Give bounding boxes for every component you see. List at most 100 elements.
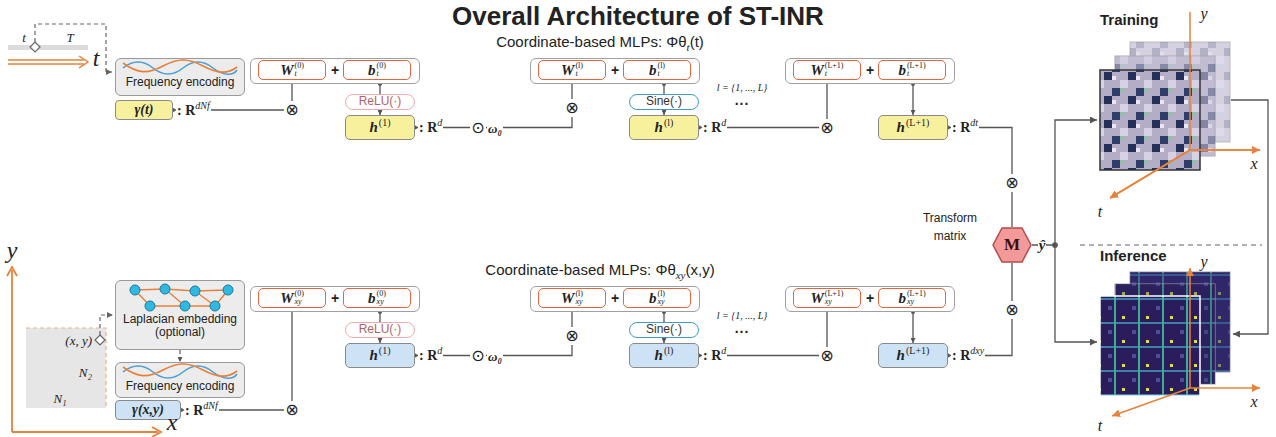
superscript: (1): [379, 345, 391, 356]
training-frames: [1100, 12, 1260, 198]
node-text: +: [866, 62, 874, 78]
connector: [179, 350, 180, 362]
label-group: ⊗: [564, 327, 579, 345]
activation-pill: ReLU(·): [345, 322, 415, 338]
dimension-exponent: dt: [970, 117, 978, 128]
math-symbol: h: [655, 120, 663, 136]
node-content: b(L+1)xy: [898, 290, 925, 307]
axis-label: t: [1098, 203, 1102, 220]
label-group: ŷ: [1038, 236, 1047, 254]
index-stack: (L+1)xy: [907, 290, 926, 306]
label-group: ...: [735, 319, 750, 337]
node-content: b(l)t: [649, 62, 665, 79]
transform-hexagon: M: [992, 227, 1032, 263]
label-group: ⊙: [470, 347, 485, 365]
node-content: b(0)xy: [368, 290, 386, 307]
node-content: ReLU(·): [359, 95, 402, 108]
index-stack: (L+1)t: [825, 62, 844, 78]
label-group: : Rdxy: [951, 346, 985, 364]
axis-label: y: [1200, 253, 1207, 270]
axis-label: t: [22, 30, 26, 45]
output-wires: [1032, 120, 1097, 245]
label-group: (x, y): [65, 331, 92, 349]
label-group: x: [1250, 155, 1257, 173]
training-frames: [1100, 70, 1200, 170]
label-group: t: [22, 28, 26, 46]
label-group: x: [167, 409, 178, 436]
math-symbol: h: [897, 120, 905, 136]
layer-box: +W(l)tb(l)t: [530, 58, 700, 84]
bias-box: b(L+1)xy: [878, 288, 946, 308]
operator-symbol: ⊗: [565, 326, 578, 345]
label-group: t: [93, 45, 100, 72]
node-content: +: [611, 291, 619, 306]
subscript: xy: [377, 298, 386, 306]
diagram-title: Overall Architecture of ST-INR: [0, 1, 1276, 32]
node-content: W(l)xy: [561, 290, 583, 307]
sinusoid-waves: [123, 364, 237, 376]
dimension-label: : R: [703, 120, 721, 135]
layer-box: +W(0)xyb(0)xy: [250, 286, 420, 312]
axis-label: t: [93, 45, 100, 71]
bias-box: b(0)t: [343, 60, 411, 80]
panel-caption: (t): [690, 33, 704, 50]
operator-symbol: ⊗: [820, 346, 833, 365]
time-axis: [79, 56, 88, 68]
weight-box: W(0)t: [258, 60, 326, 80]
caption-subscript: xy: [676, 269, 686, 281]
training-frames: [1110, 150, 1190, 198]
superscript: (1): [379, 117, 391, 128]
layer-box: +W(0)tb(0)t: [250, 58, 420, 84]
bias-box: b(l)t: [623, 60, 691, 80]
subscript: xy: [907, 298, 926, 306]
encoding-box: Frequency encoding: [115, 362, 245, 398]
inference-frames: [1100, 296, 1200, 396]
axis-label: y: [7, 237, 18, 263]
node-content: W(0)t: [280, 62, 304, 79]
label-group: : Rd: [702, 118, 727, 136]
bias-box: b(l)xy: [623, 288, 691, 308]
subscript: t: [295, 70, 304, 78]
node-content: b(l)xy: [649, 290, 665, 307]
layer-range: l = {1, ..., L}: [717, 82, 768, 93]
layer-range: l = {1, ..., L}: [717, 310, 768, 321]
subscript: t: [575, 70, 583, 78]
dimension-exponent: dNf: [195, 100, 209, 111]
node-text: Sine(·): [646, 322, 682, 336]
graph-icon: [130, 284, 233, 311]
time-axis: [30, 42, 40, 52]
node-text: M: [1004, 235, 1020, 254]
node-content: h(1): [369, 118, 390, 136]
node-text: +: [866, 290, 874, 306]
encoding-fill: [115, 280, 245, 350]
time-axis: [35, 24, 112, 72]
subscript: t: [825, 70, 844, 78]
activation-pill: ReLU(·): [345, 94, 415, 110]
operator-symbol: ⊗: [1005, 300, 1018, 319]
graph-icon: [160, 284, 170, 294]
operator-symbol: ⊗: [285, 400, 298, 419]
graph-icon: [210, 301, 220, 311]
label-group: ⊙: [470, 119, 485, 137]
subscript: xy: [575, 298, 583, 306]
math-symbol: b: [368, 62, 376, 78]
inference-frames: [1190, 387, 1260, 389]
graph-icon: [145, 301, 155, 311]
node-text: ReLU(·): [359, 94, 402, 108]
label-group: y: [7, 237, 18, 264]
label-group: : RdNf: [176, 101, 211, 119]
dimension-exponent: d: [721, 345, 726, 356]
label-group: Training: [1100, 11, 1158, 29]
label-group: : Rd: [702, 346, 727, 364]
panel-caption: Coordinate-based MLPs: Φθ: [496, 33, 686, 50]
scale-factor: ω₀: [488, 121, 502, 136]
dimension-exponent: d: [437, 117, 442, 128]
dimension-label: N₂: [79, 365, 92, 380]
operator-symbol: ⊗: [820, 118, 833, 137]
matrix-label: Transform matrix: [923, 211, 977, 243]
axis-label: t: [1098, 417, 1102, 434]
node-text: Frequency encoding: [126, 379, 235, 393]
bias-box: b(L+1)t: [878, 60, 946, 80]
label-group: : Rdt: [951, 118, 979, 136]
math-symbol: b: [898, 62, 906, 78]
